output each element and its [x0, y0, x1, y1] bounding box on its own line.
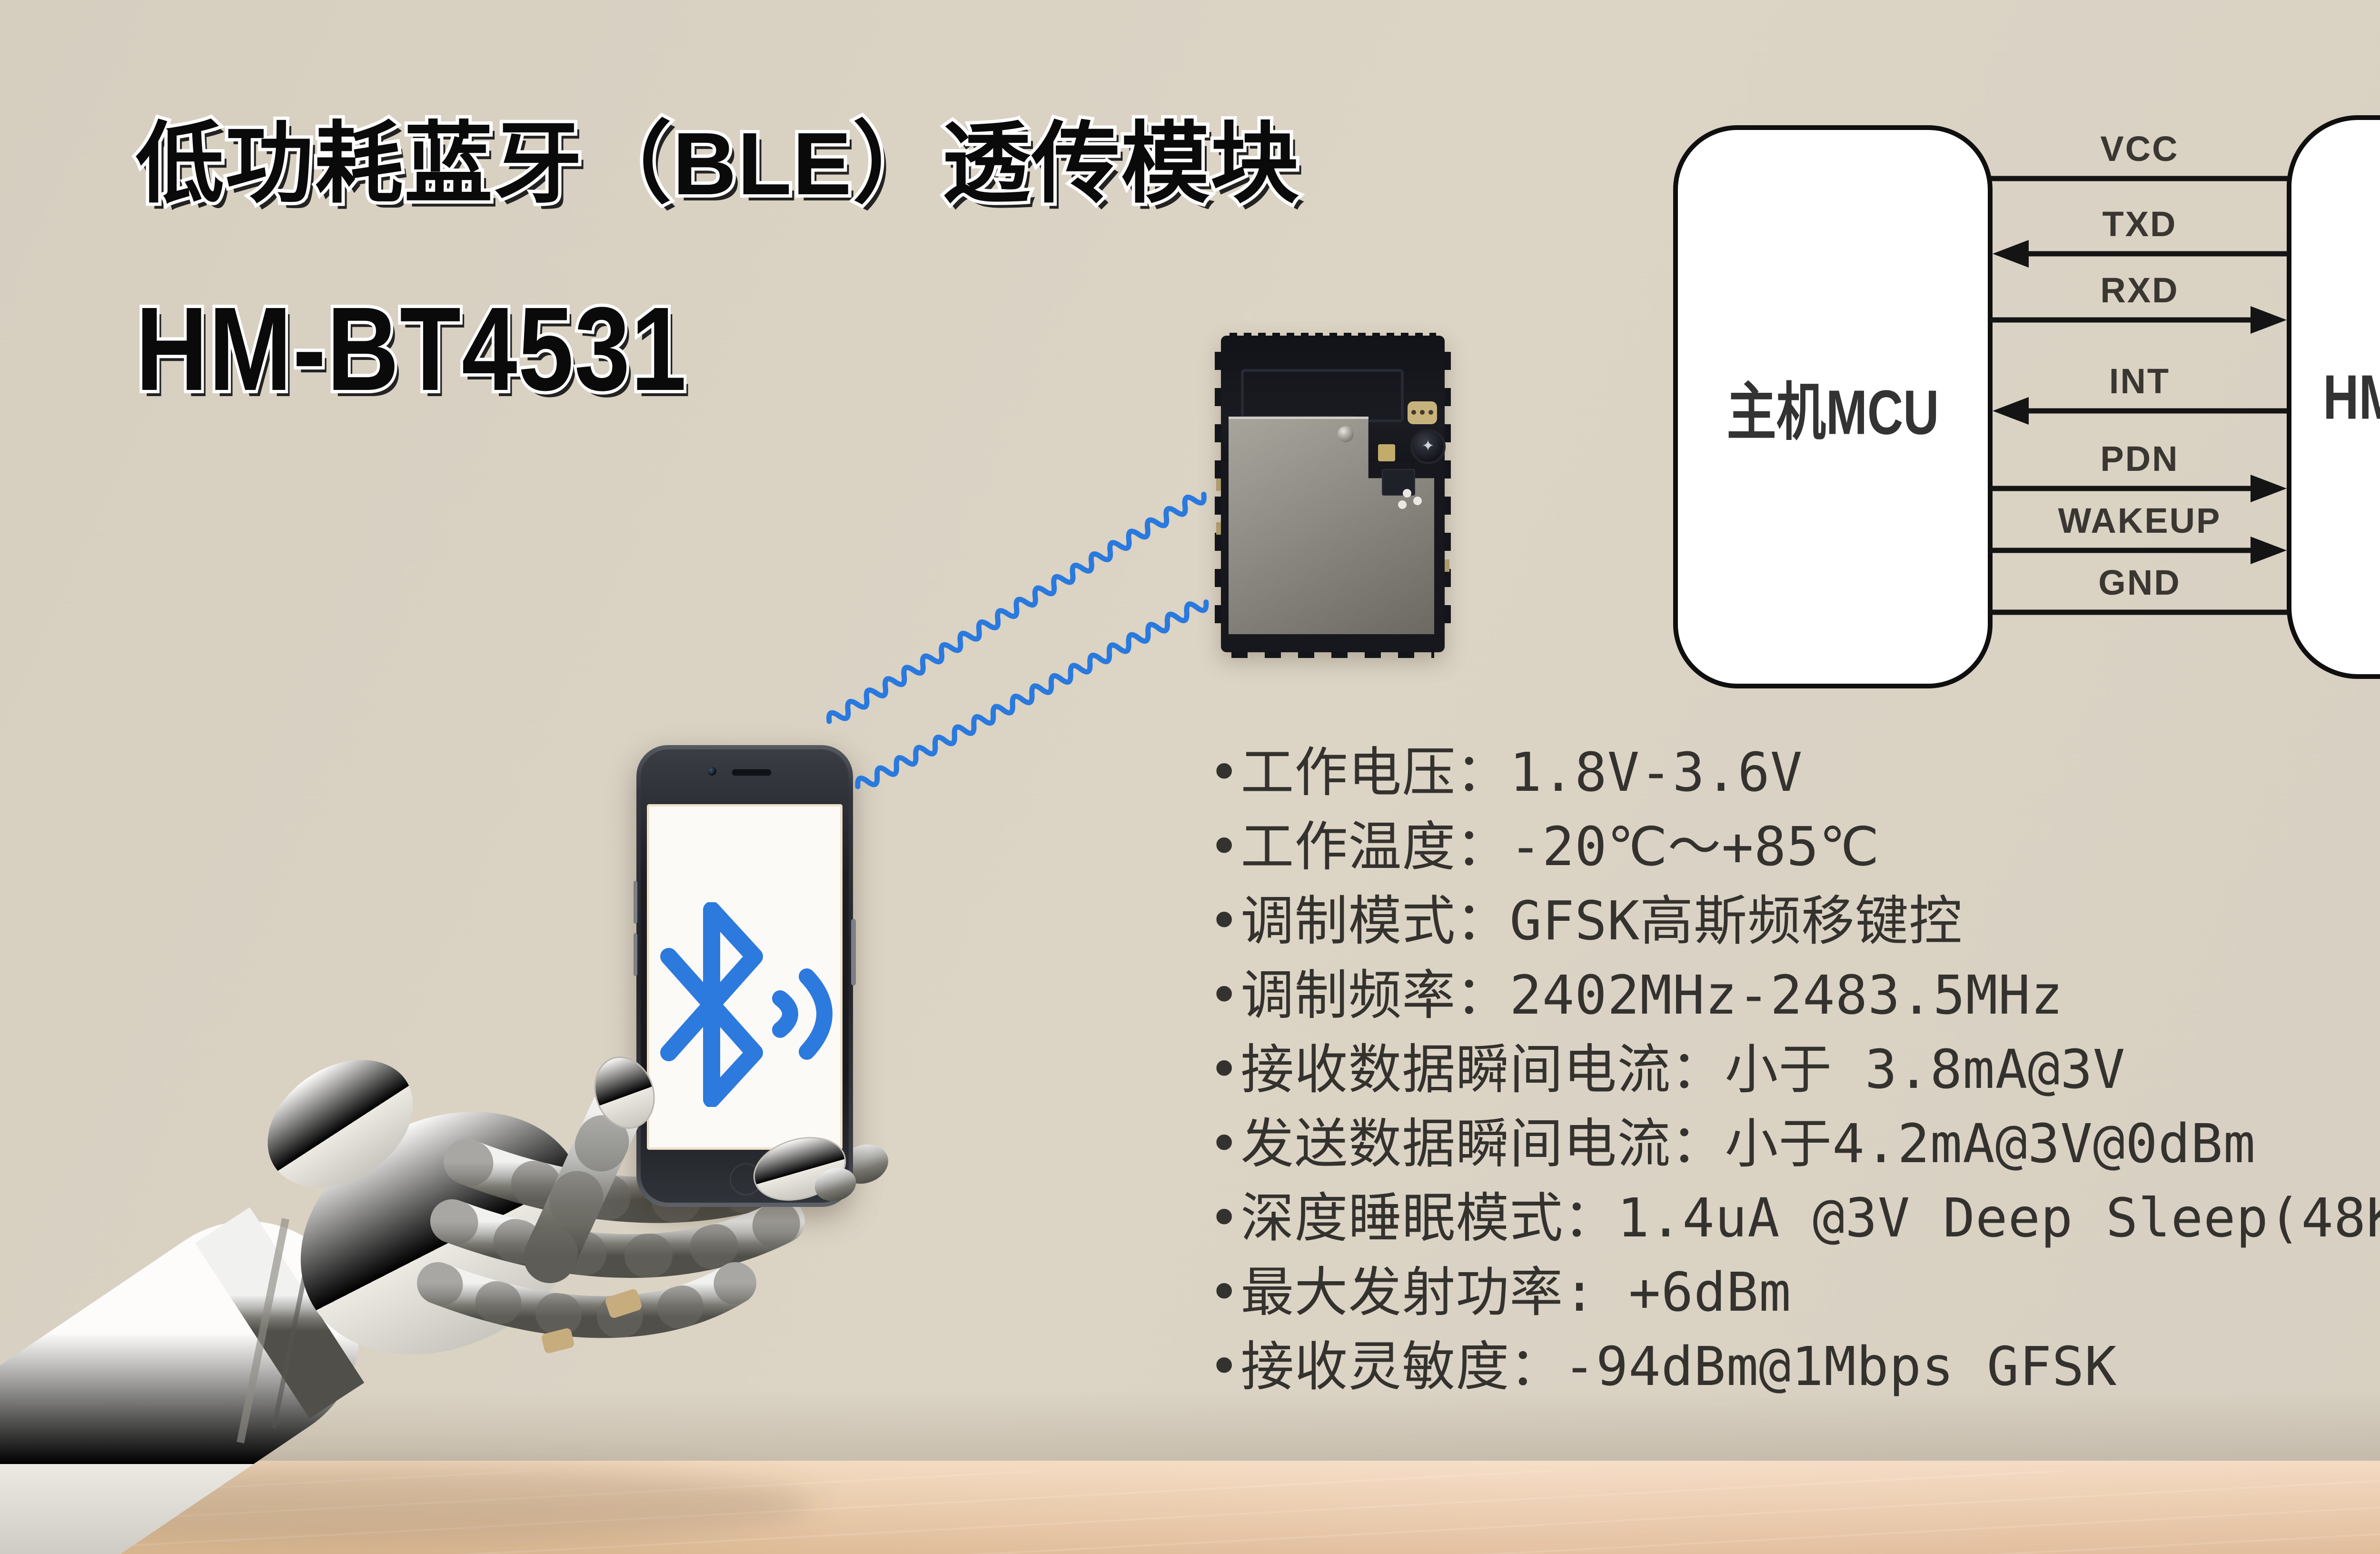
module-box-label: HM-BT4531: [2323, 362, 2380, 432]
signal-label-int: INT: [2109, 361, 2171, 401]
radio-wave-line: [855, 599, 1209, 789]
robot-finger-knuckle: [814, 1168, 856, 1201]
shield-dimple: [1338, 426, 1354, 442]
spec-item-modulation: •调制模式：GFSK高斯频移键控: [1208, 890, 1963, 952]
spec-item-rx-current: •接收数据瞬间电流：小于 3.8mA@3V: [1208, 1039, 2126, 1101]
signal-waves-icon: [772, 968, 833, 1060]
signal-label-wakeup: WAKEUP: [2058, 501, 2221, 540]
finger-joint-lines: [417, 1262, 756, 1338]
solder-blob: [1403, 489, 1411, 498]
gold-accent: [541, 1328, 575, 1353]
diagram-module-box: HM-BT4531: [2287, 115, 2380, 679]
ble-module-photo: ✦: [1215, 333, 1451, 658]
power-button: [851, 919, 856, 986]
module-chip: [1378, 444, 1395, 461]
volume-down-button: [634, 933, 637, 976]
module-castellation-bottom: [1231, 652, 1434, 658]
solder-blob: [1413, 497, 1422, 505]
spec-item-tx-current: •发送数据瞬间电流：小于4.2mA@3V@0dBm: [1208, 1113, 2256, 1175]
module-connector: [1408, 401, 1437, 424]
module-castellation-left: [1215, 352, 1221, 636]
gold-accent: [605, 1289, 642, 1318]
volume-up-button: [634, 881, 637, 924]
page-title: 低功耗蓝牙（BLE）透传模块 低功耗蓝牙（BLE）透传模块: [132, 113, 1302, 215]
page-title-outline: 低功耗蓝牙（BLE）透传模块: [132, 113, 1302, 215]
model-title-text: HM-BT4531: [136, 282, 687, 415]
front-camera-icon: [708, 767, 716, 776]
phone-screen: [647, 804, 843, 1150]
wire-txd: [1993, 240, 2289, 268]
bluetooth-icon: [660, 902, 763, 1107]
signal-label-gnd: GND: [2098, 563, 2181, 602]
solder-blob: [1398, 500, 1407, 509]
wall-shadow: [0, 1390, 2380, 1462]
spec-item-voltage: •工作电压：1.8V-3.6V: [1208, 742, 1803, 804]
thumb-joint-lines: [524, 1086, 643, 1283]
smartphone: [634, 745, 856, 1207]
module-castellation-top: [1230, 333, 1436, 336]
host-mcu-label: 主机MCU: [1726, 377, 1939, 447]
robot-forearm: [0, 1221, 359, 1554]
wrist-ring: [237, 1218, 289, 1444]
page-title-text: 低功耗蓝牙（BLE）透传模块: [136, 115, 1300, 213]
model-title: HM-BT4531 HM-BT4531: [133, 281, 689, 417]
signal-label-txd: TXD: [2102, 204, 2177, 244]
spec-item-deep-sleep: •深度睡眠模式：1.4uA @3V Deep Sleep(48KB RAM保持): [1208, 1187, 2380, 1249]
radio-wave-line: [826, 491, 1207, 724]
finger-joint-lines: [430, 1199, 805, 1278]
solder-pad: [1445, 559, 1449, 572]
spec-item-rx-sensitivity: •接收灵敏度：-94dBm@1Mbps GFSK: [1208, 1336, 2117, 1398]
model-title-outline: HM-BT4531: [133, 281, 689, 417]
spec-item-tx-power: •最大发射功率: +6dBm: [1208, 1262, 1792, 1324]
spec-list: •工作电压：1.8V-3.6V •工作温度：-20℃～+85℃ •调制模式：GF…: [1208, 736, 2380, 1404]
spec-item-temperature: •工作温度：-20℃～+85℃: [1208, 816, 1880, 878]
signal-label-rxd: RXD: [2100, 270, 2179, 310]
wire-wakeup: [1990, 537, 2287, 564]
solder-pad: [1216, 478, 1221, 491]
wire-rxd: [1990, 306, 2287, 334]
diagram-host-mcu-box: 主机MCU: [1673, 125, 1993, 688]
signal-label-pdn: PDN: [2100, 439, 2179, 478]
spec-item-frequency: •调制频率：2402MHz-2483.5MHz: [1208, 965, 2063, 1026]
wire-int: [1993, 397, 2289, 425]
robot-thumb-tip: [594, 1056, 655, 1129]
signal-label-vcc: VCC: [2100, 129, 2179, 169]
solder-pad: [1216, 522, 1221, 535]
shield-highlight: [1229, 417, 1368, 419]
module-crystal-can: ✦: [1410, 429, 1446, 464]
robot-knuckle-shell: [268, 1060, 413, 1187]
earpiece-speaker: [732, 769, 772, 776]
wire-pdn: [1990, 475, 2287, 502]
